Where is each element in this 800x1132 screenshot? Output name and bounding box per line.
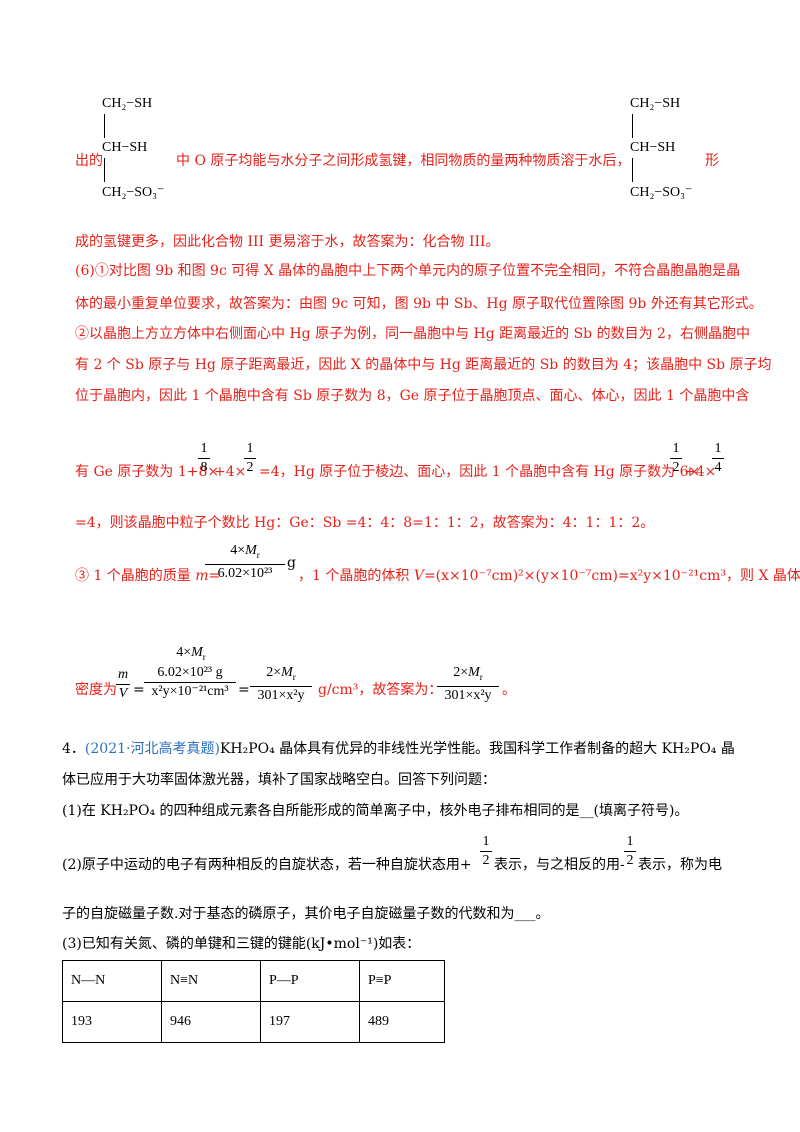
question-4-part2-b: 表示，与之相反的用-: [494, 857, 625, 873]
fraction-cell-mass: 4×Mr 6.02×10²³: [205, 543, 285, 582]
struct-left-row1: CH₂−SH: [102, 96, 153, 111]
struct-left-bond1: [104, 114, 105, 138]
question-4-part2-d: 子的自旋磁量子数.对于基态的磷原子，其价电子自旋磁量子数的代数和为___。: [62, 906, 550, 922]
question-4-part3: (3)已知有关氮、磷的单键和三键的键能(kJ•mol⁻¹)如表：: [62, 936, 421, 952]
text-line10-a: ③ 1 个晶胞的质量 m=: [75, 568, 221, 584]
text-line1-c: 形: [705, 153, 719, 169]
table-cell: N≡N: [161, 960, 261, 1002]
text-line8-c: =4，Hg 原子位于棱边、面心，因此 1 个晶胞中含有 Hg 原子数为 6×: [259, 464, 701, 480]
text-line2: 成的氢键更多，因此化合物 III 更易溶于水，故答案为：化合物 III。: [75, 234, 500, 250]
fraction-density-big: 4×Mr 6.02×10²³ g x²y×10⁻²¹cm³: [144, 645, 236, 700]
struct-left-bond2: [104, 158, 105, 182]
struct-right-bond2: [632, 158, 633, 182]
table-cell: 193: [62, 1001, 162, 1043]
table-cell: 946: [161, 1001, 261, 1043]
struct-right-row1: CH₂−SH: [630, 96, 681, 111]
struct-left-row3: CH₂−SO₃⁻: [102, 185, 165, 200]
fraction-density-result: 2×Mr 301×x²y: [250, 665, 312, 704]
text-line9: =4，则该晶胞中粒子个数比 Hg：Ge：Sb =4：4：8=1：1：2，故答案为…: [75, 515, 655, 531]
struct-right-row3: CH₂−SO₃⁻: [630, 185, 693, 200]
text-line5: ②以晶胞上方立方体中右侧面心中 Hg 原子为例，同一晶胞中与 Hg 距离最近的 …: [75, 326, 750, 342]
question-4-line2: 体已应用于大功率固体激光器，填补了国家战略空白。回答下列问题：: [62, 772, 496, 788]
question-4-part2-a: (2)原子中运动的电子有两种相反的自旋状态，若一种自旋状态用+: [62, 857, 472, 873]
table-cell: P—P: [260, 960, 360, 1002]
text-line4: 体的最小重复单位要求，故答案为：由图 9c 可知，图 9b 中 Sb、Hg 原子…: [75, 296, 763, 312]
text-line1-a: 出的: [75, 153, 103, 169]
bond-energy-table: N—N N≡N P—P P≡P 193 946 197 489: [62, 960, 445, 1043]
text-line1-b: 中 O 原子均能与水分子之间形成氢键，相同物质的量两种物质溶于水后，: [176, 153, 631, 169]
equals-sign-2: =: [238, 682, 250, 698]
text-line11-b: g/cm³，故答案为：: [318, 682, 443, 698]
struct-left-row2: CH−SH: [102, 140, 148, 155]
text-line8-d: +4×: [684, 464, 717, 480]
text-line6: 有 2 个 Sb 原子与 Hg 原子距离最近，因此 X 的晶体中与 Hg 距离最…: [75, 357, 772, 373]
struct-right-bond1: [632, 114, 633, 138]
equals-sign-1: =: [133, 682, 145, 698]
question-4-part2-c: 表示，称为电: [638, 857, 722, 873]
table-cell: 489: [359, 1001, 445, 1043]
unit-g-mass: g: [287, 555, 296, 571]
text-line11-end: 。: [502, 682, 516, 698]
struct-right-row2: CH−SH: [630, 140, 676, 155]
text-line3: (6)①对比图 9b 和图 9c 可得 X 晶体的晶胞中上下两个单元内的原子位置…: [75, 263, 741, 279]
table-cell: P≡P: [359, 960, 445, 1002]
text-line8-a: 有 Ge 原子数为 1+8×: [75, 464, 220, 480]
table-cell: N—N: [62, 960, 162, 1002]
question-4-part1: (1)在 KH₂PO₄ 的四种组成元素各自所能形成的简单离子中，核外电子排布相同…: [62, 803, 689, 819]
table-header-row: N—N N≡N P—P P≡P: [62, 960, 445, 1002]
table-cell: 197: [260, 1001, 360, 1043]
question-4-line1: 4．(2021·河北高考真题)KH₂PO₄ 晶体具有优异的非线性光学性能。我国科…: [62, 741, 735, 757]
text-line7: 位于晶胞内，因此 1 个晶胞中含有 Sb 原子数为 8，Ge 原子位于晶胞顶点、…: [75, 388, 750, 404]
table-row: 193 946 197 489: [62, 1001, 445, 1043]
fraction-answer: 2×Mr 301×x²y: [437, 665, 499, 704]
text-line8-b: +4×: [214, 464, 247, 480]
text-line10-b: ，1 个晶胞的体积 V=(x×10⁻⁷cm)²×(y×10⁻⁷cm)=x²y×1…: [298, 568, 800, 584]
text-line11-a: 密度为: [75, 682, 117, 698]
